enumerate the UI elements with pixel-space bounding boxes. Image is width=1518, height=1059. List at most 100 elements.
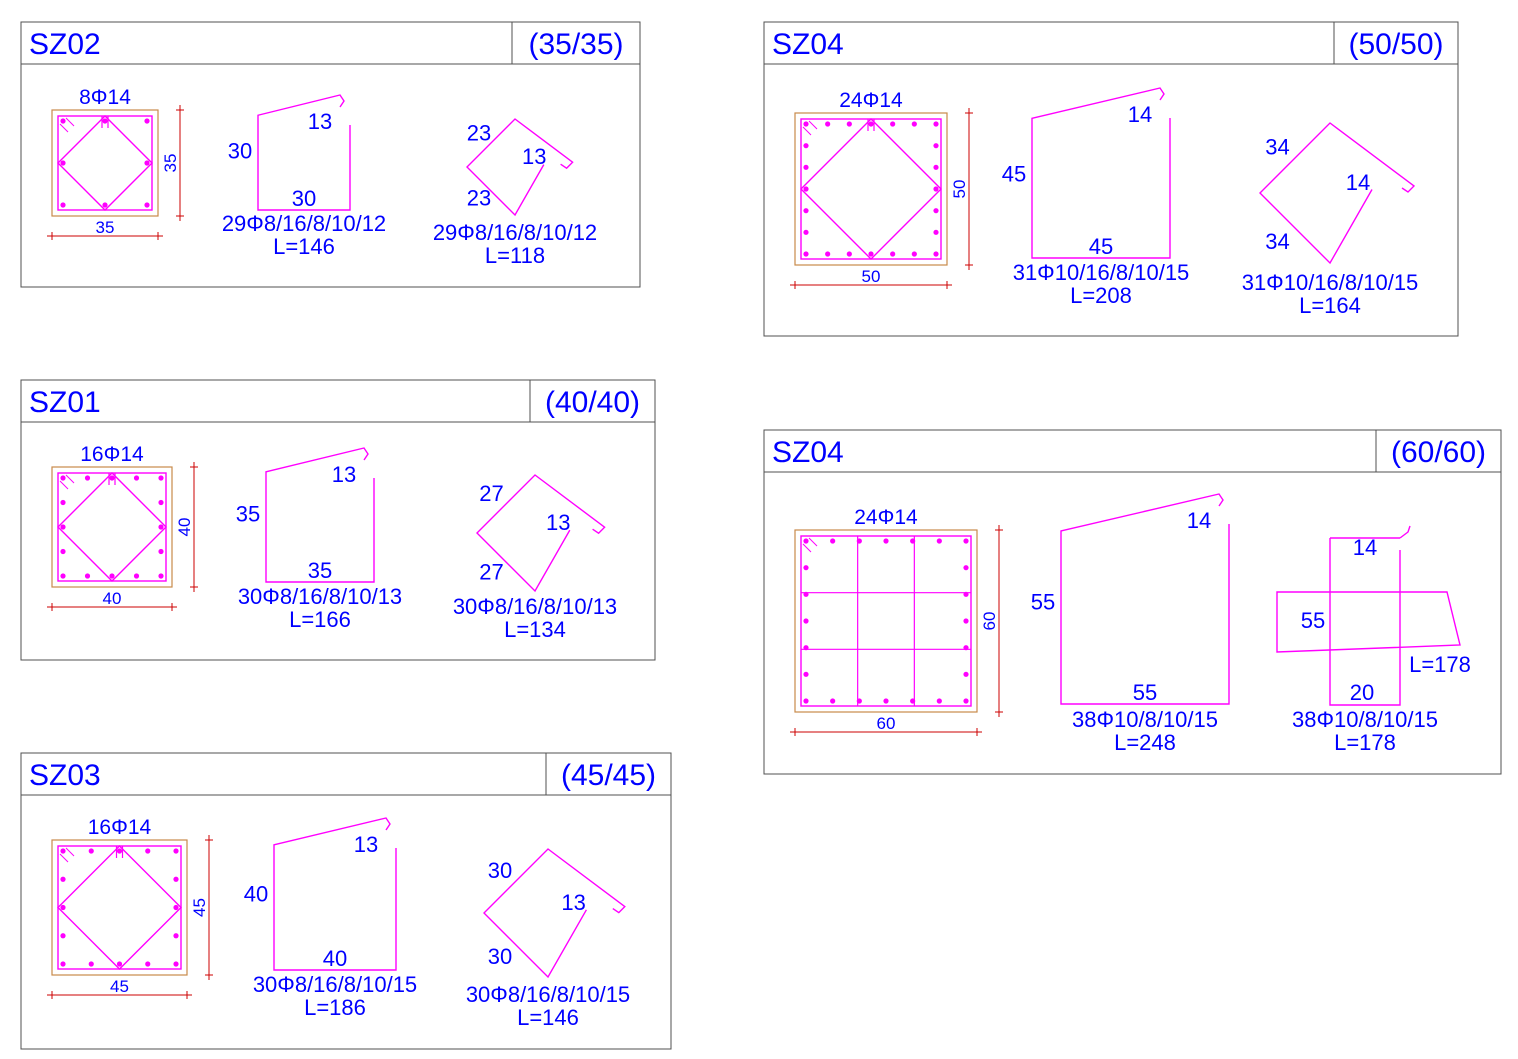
rebar-label: 24Φ14 — [839, 89, 903, 112]
height-label: 40 — [175, 518, 194, 537]
rebar-dot — [144, 118, 150, 124]
rebar-dot — [60, 876, 66, 882]
rebar-dot — [173, 904, 179, 911]
side-length-label: 55 — [1301, 608, 1325, 633]
panel-sz01: SZ01(40/40)16Φ14404035351330Φ8/16/8/10/1… — [20, 379, 656, 661]
corner-hook — [808, 120, 818, 130]
stirrup-length: L=118 — [485, 243, 545, 268]
hook-length-label: 14 — [1187, 508, 1211, 533]
rebar-dot — [868, 251, 874, 257]
bottom-length-label: 27 — [479, 559, 503, 584]
rebar-dot — [803, 565, 809, 571]
stirrup-outline — [483, 848, 626, 979]
panel-sz03: SZ03(45/45)16Φ14454540401330Φ8/16/8/10/1… — [20, 752, 672, 1050]
rebar-dot — [60, 548, 66, 555]
rebar-dot — [60, 160, 66, 166]
corner-hook — [65, 117, 75, 127]
rebar-dot — [173, 848, 179, 854]
panel-title: SZ01 — [29, 386, 101, 419]
rebar-dot — [133, 573, 140, 579]
rebar-dot — [830, 538, 836, 544]
rebar-dot — [102, 202, 108, 208]
top-length-label: 30 — [488, 858, 512, 883]
outer-stirrup — [800, 535, 972, 707]
stirrup-outline — [1259, 122, 1416, 265]
rebar-dot — [60, 573, 66, 579]
rebar-dot — [116, 961, 123, 967]
rebar-dot — [60, 499, 66, 506]
rebar-label: 8Φ14 — [79, 86, 131, 109]
rebar-dot — [803, 591, 809, 597]
rebar-dot — [846, 121, 852, 127]
width-label: 50 — [862, 267, 881, 286]
rebar-dot — [60, 524, 66, 530]
rebar-dot — [109, 475, 115, 481]
side-length-label: 55 — [1031, 590, 1055, 615]
rebar-dot — [803, 164, 809, 170]
rebar-dot — [933, 251, 939, 257]
rebar-dot — [963, 671, 969, 677]
corner-hook — [65, 474, 75, 484]
concrete-outline — [51, 839, 188, 976]
rebar-dot — [933, 164, 939, 170]
rebar-dot — [890, 121, 896, 127]
rebar-dot — [911, 121, 917, 127]
rebar-dot — [856, 538, 862, 544]
panel-frame — [20, 752, 672, 1050]
panel-title: SZ02 — [29, 28, 101, 61]
rebar-dot — [830, 698, 836, 704]
rebar-label: 16Φ14 — [80, 443, 144, 466]
bottom-length-label: 20 — [1350, 680, 1374, 705]
rebar-dot — [803, 698, 809, 704]
side-length-label: 45 — [1002, 162, 1026, 187]
diamond-stirrup — [57, 845, 182, 970]
rebar-dot — [102, 118, 108, 124]
stirrup-length: L=178 — [1334, 730, 1396, 755]
hook-length-label: 13 — [546, 510, 570, 535]
panel-title: SZ03 — [29, 759, 101, 792]
bottom-length-label: 23 — [467, 185, 491, 210]
diamond-stirrup — [800, 118, 942, 260]
rebar-dot — [60, 904, 66, 911]
rebar-dot — [158, 499, 164, 506]
corner-hook — [65, 847, 75, 857]
rebar-dot — [109, 573, 115, 579]
outer-stirrup — [57, 845, 182, 970]
rebar-dot — [963, 591, 969, 597]
bottom-length-label: 30 — [488, 944, 512, 969]
rebar-dot — [88, 961, 94, 967]
diamond-stirrup — [57, 115, 153, 211]
stirrup-length: L=248 — [1114, 730, 1176, 755]
outer-stirrup — [57, 115, 153, 211]
corner-hook — [802, 543, 812, 553]
rebar-dot — [803, 143, 809, 149]
top-length-label: 27 — [479, 481, 503, 506]
rebar-dot — [883, 698, 889, 704]
rebar-dot — [856, 698, 862, 704]
stirrup-length: L=164 — [1299, 293, 1361, 318]
stirrup-length: L=146 — [273, 234, 335, 259]
side-length-label: 30 — [228, 138, 252, 163]
corner-hook — [59, 123, 69, 133]
stirrup-outline — [1031, 87, 1171, 259]
rebar-dot — [933, 121, 939, 127]
horizontal-tie — [1276, 591, 1461, 653]
vertical-tie — [1329, 537, 1401, 706]
side-length-label: 40 — [244, 882, 268, 907]
stirrup-spec: 31Φ10/16/8/10/15 — [1242, 270, 1419, 295]
stirrup-spec: 30Φ8/16/8/10/13 — [238, 584, 402, 609]
rebar-dot — [84, 573, 91, 579]
rebar-dot — [60, 933, 66, 939]
rebar-dot — [936, 538, 942, 544]
rebar-dot — [936, 698, 942, 704]
stirrup-spec: 31Φ10/16/8/10/15 — [1013, 260, 1190, 285]
rebar-label: 16Φ14 — [88, 816, 152, 839]
